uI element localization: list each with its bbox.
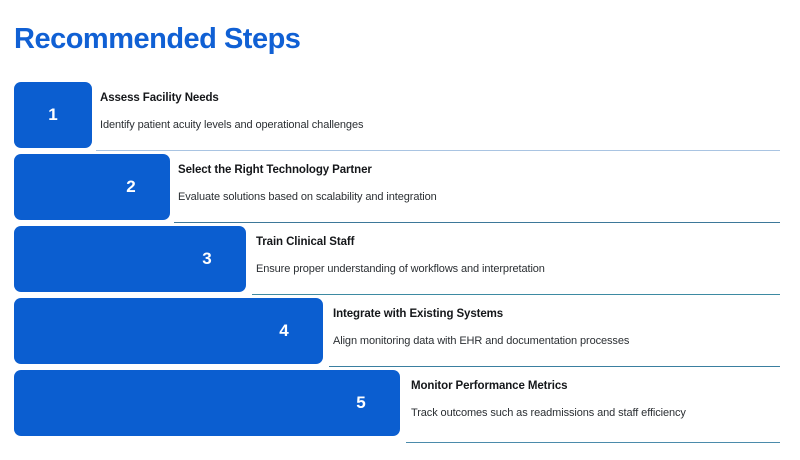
step-description: Ensure proper understanding of workflows… — [256, 262, 545, 275]
step-content: Assess Facility Needs Identify patient a… — [100, 79, 780, 151]
step-bar: 2 — [14, 154, 170, 220]
step-content: Monitor Performance Metrics Track outcom… — [411, 367, 780, 439]
step-number: 2 — [126, 177, 136, 196]
step-row: 2 Select the Right Technology Partner Ev… — [0, 151, 800, 223]
step-description: Track outcomes such as readmissions and … — [411, 406, 686, 419]
step-divider — [174, 222, 780, 223]
step-divider — [329, 366, 780, 367]
step-bar: 1 — [14, 82, 92, 148]
step-row: 5 Monitor Performance Metrics Track outc… — [0, 367, 800, 443]
step-row: 1 Assess Facility Needs Identify patient… — [0, 79, 800, 151]
step-description: Identify patient acuity levels and opera… — [100, 118, 364, 131]
step-number: 1 — [48, 105, 58, 124]
step-content: Train Clinical Staff Ensure proper under… — [256, 223, 780, 295]
step-description: Evaluate solutions based on scalability … — [178, 190, 437, 203]
step-content: Integrate with Existing Systems Align mo… — [333, 295, 780, 367]
step-title: Train Clinical Staff — [256, 236, 355, 248]
step-divider — [252, 294, 780, 295]
step-number: 4 — [279, 321, 289, 340]
page-title: Recommended Steps — [14, 23, 301, 55]
step-row: 3 Train Clinical Staff Ensure proper und… — [0, 223, 800, 295]
step-number: 3 — [202, 249, 212, 268]
step-bar: 4 — [14, 298, 323, 364]
step-content: Select the Right Technology Partner Eval… — [178, 151, 780, 223]
step-title: Integrate with Existing Systems — [333, 308, 504, 320]
step-divider — [96, 150, 780, 151]
step-title: Assess Facility Needs — [100, 92, 219, 104]
steps-list: 1 Assess Facility Needs Identify patient… — [0, 79, 800, 443]
step-title: Select the Right Technology Partner — [178, 164, 372, 176]
step-row: 4 Integrate with Existing Systems Align … — [0, 295, 800, 367]
step-description: Align monitoring data with EHR and docum… — [333, 334, 630, 347]
step-title: Monitor Performance Metrics — [411, 380, 568, 392]
step-bar: 3 — [14, 226, 246, 292]
step-bar: 5 — [14, 370, 400, 436]
step-number: 5 — [356, 393, 366, 412]
step-divider — [406, 442, 780, 443]
